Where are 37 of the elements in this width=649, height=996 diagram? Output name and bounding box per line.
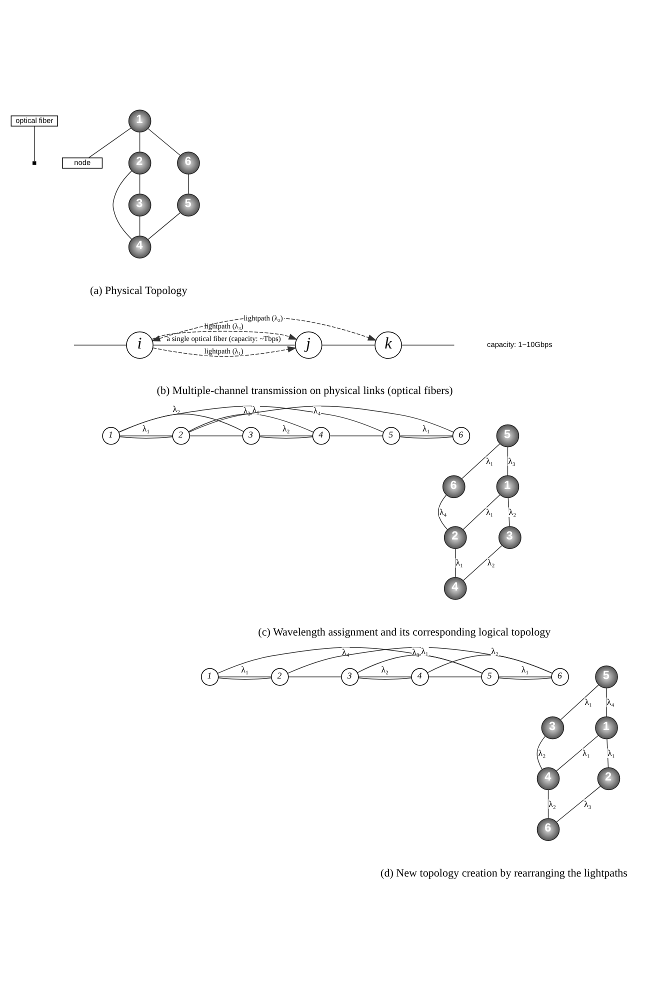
edge-label: a single optical fiber (capacity: ~Tbps) — [166, 334, 281, 343]
edge-label: λ₂ — [381, 664, 389, 674]
edge-label: λ₄ — [606, 696, 614, 707]
label: (b) Multiple-channel transmission on physical links (optical fibers) — [156, 384, 453, 397]
edge-label: λ₂ — [491, 645, 498, 656]
edge-label: λ₁ — [241, 664, 249, 674]
edge-label: λ₂ — [487, 557, 495, 568]
edge-label: λ₁ — [252, 404, 260, 414]
edge-label: λ₂ — [508, 506, 516, 516]
edge-label: λ₁ — [582, 747, 590, 758]
edge-label: λ₄ — [440, 506, 447, 516]
edge-label: lightpath (λ₁) — [204, 346, 244, 356]
edge-label: λ₁ — [486, 455, 494, 466]
edge-label: lightpath (λ₃) — [204, 321, 244, 330]
edge-label: λ₁ — [422, 422, 430, 433]
edge-label: λ₄ — [313, 405, 321, 416]
label: (a) Physical Topology — [90, 284, 188, 296]
label: (c) Wavelength assignment and its corresponding logical topology — [258, 626, 551, 638]
edge-label: λ₂ — [548, 798, 556, 808]
edge-label: λ₃ — [508, 455, 516, 466]
edge-label: λ₄ — [342, 646, 350, 656]
edge-label: λ₂ — [172, 403, 180, 414]
edge-label: lightpath (λ₂) — [244, 312, 283, 322]
edge-label: λ₃ — [584, 798, 592, 808]
edge-label: λ₂ — [538, 747, 546, 758]
edge-label: λ₁ — [584, 696, 592, 707]
edge-label: λ₁ — [608, 747, 615, 758]
edge-label: λ₃ — [412, 646, 420, 656]
edge-label: λ₂ — [282, 422, 290, 433]
edge-label: λ₁ — [521, 664, 529, 674]
label: capacity: 1~10Gbps — [487, 339, 552, 348]
edge-label: λ₃ — [243, 405, 251, 416]
label: (d) New topology creation by rearranging the lightpaths — [380, 866, 628, 879]
edge-label: λ₁ — [142, 422, 150, 433]
edge-label: λ₁ — [456, 557, 464, 568]
edge-label: λ₁ — [486, 506, 494, 516]
edge-label: λ₁ — [421, 645, 428, 656]
